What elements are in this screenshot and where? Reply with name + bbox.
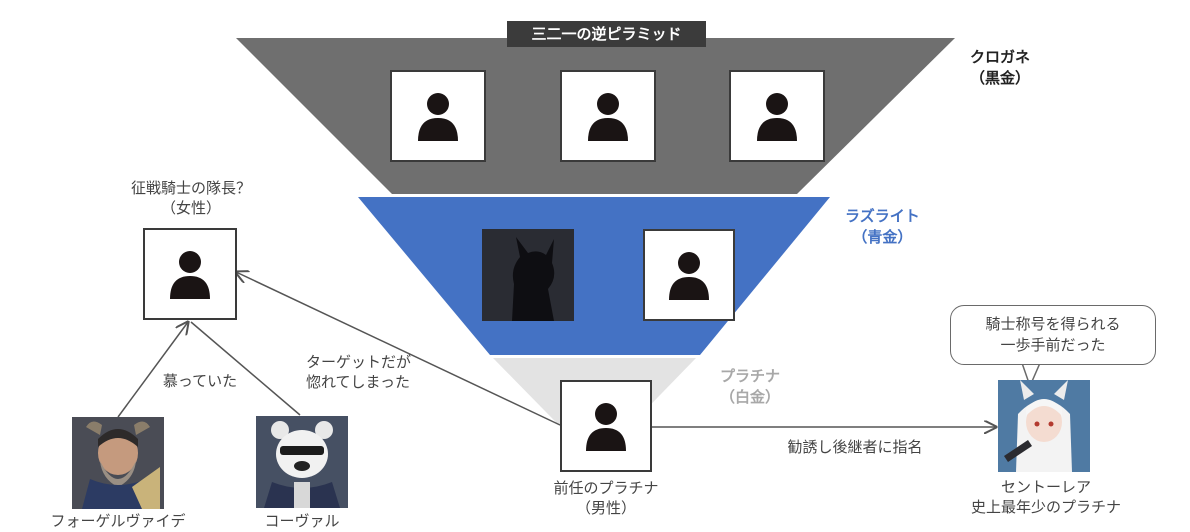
edge-fogel-to-captain — [117, 322, 188, 418]
person-silhouette-icon — [418, 93, 458, 141]
predecessor-line2: （男性） — [575, 499, 636, 517]
person-silhouette-icon — [757, 93, 797, 141]
edge-korval-to-captain — [190, 321, 301, 416]
centorea-portrait — [998, 380, 1090, 472]
tier-middle-sub: （青金） — [852, 228, 913, 246]
tier-middle-name: ラズライト — [845, 207, 920, 225]
predecessor-platina-box — [560, 380, 652, 472]
panda-bear-icon — [256, 416, 348, 508]
edge-label-target-line1: ターゲットだが — [306, 353, 412, 371]
fogelweide-portrait — [72, 417, 164, 509]
tier-middle-label: ラズライト （青金） — [845, 206, 920, 248]
fogelweide-name: フォーゲルヴァイデ — [50, 512, 186, 530]
kurogane-member-3 — [729, 70, 825, 162]
centorea-label: セントーレア 史上最年少のプラチナ — [954, 477, 1138, 517]
lazurite-shadow-portrait — [482, 229, 574, 321]
captain-box — [143, 228, 237, 320]
edge-label-nominated: 勧誘し後継者に指名 — [787, 438, 923, 456]
bearded-knight-icon — [72, 417, 164, 509]
person-silhouette-icon — [586, 403, 626, 451]
person-silhouette-icon — [669, 252, 709, 300]
shadow-figure-icon — [482, 229, 574, 321]
tier-bottom-sub: （白金） — [720, 388, 781, 406]
tier-top-name: クロガネ — [970, 48, 1031, 66]
bubble-line1: 騎士称号を得られる — [985, 315, 1121, 333]
korval-name: コーヴァル — [264, 512, 340, 530]
edge-predecessor-to-captain — [236, 272, 561, 426]
tier-middle-band — [358, 197, 830, 355]
edge-label-admired: 慕っていた — [162, 372, 238, 390]
person-silhouette-icon — [170, 251, 210, 299]
diagram-title: 三二一の逆ピラミッド — [507, 21, 706, 47]
tier-bottom-name: プラチナ — [720, 367, 781, 385]
edge-label-target: ターゲットだが 惚れてしまった — [306, 352, 446, 392]
speech-bubble: 騎士称号を得られる 一歩手前だった — [950, 305, 1156, 365]
person-silhouette-icon — [588, 93, 628, 141]
centorea-line1: セントーレア — [1000, 478, 1091, 496]
centorea-line2: 史上最年少のプラチナ — [970, 498, 1121, 516]
lazurite-member-2 — [643, 229, 735, 321]
predecessor-line1: 前任のプラチナ — [553, 479, 659, 497]
captain-line2: （女性） — [160, 199, 221, 217]
white-haired-girl-icon — [998, 380, 1090, 472]
kurogane-member-1 — [390, 70, 486, 162]
tier-bottom-label: プラチナ （白金） — [720, 366, 780, 408]
kurogane-member-2 — [560, 70, 656, 162]
tier-top-sub: （黒金） — [970, 69, 1031, 87]
korval-portrait — [256, 416, 348, 508]
tier-top-label: クロガネ （黒金） — [970, 47, 1030, 89]
bubble-line2: 一歩手前だった — [1000, 336, 1106, 354]
predecessor-label: 前任のプラチナ （男性） — [536, 478, 676, 518]
captain-label: 征戦騎士の隊長？ （女性） — [96, 178, 286, 218]
edge-label-target-line2: 惚れてしまった — [306, 373, 410, 391]
captain-line1: 征戦騎士の隊長？ — [130, 179, 251, 197]
